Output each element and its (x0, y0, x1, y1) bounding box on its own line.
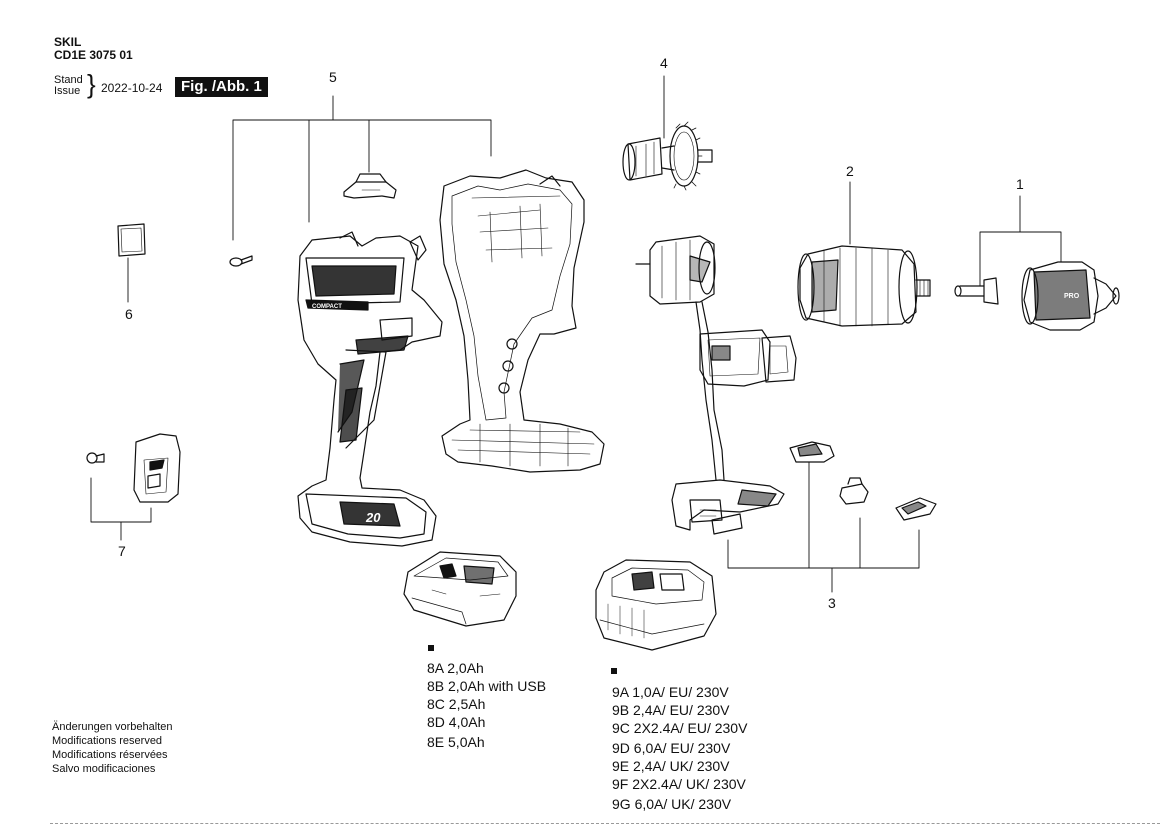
callout-4: 4 (660, 55, 668, 71)
notice-fr: Modifications réservées (52, 749, 168, 761)
part-1-chuck (1021, 261, 1120, 331)
notice-de: Änderungen vorbehalten (52, 721, 173, 733)
notice-es: Salvo modificaciones (52, 763, 156, 775)
part-3-direction-switch (789, 441, 835, 463)
battery-variant: 8C 2,5Ah (427, 696, 486, 712)
part-5-housing-left (297, 231, 443, 547)
battery-variant: 8D 4,0Ah (427, 714, 486, 730)
charger-variant: 9D 6,0A/ EU/ 230V (612, 740, 731, 756)
part-7-clip-screw (86, 452, 105, 464)
part-3-small-knob (839, 477, 869, 505)
charger-variant: 9E 2,4A/ UK/ 230V (612, 758, 730, 774)
callout-1: 1 (1016, 176, 1024, 192)
issue-label: Issue (54, 85, 81, 97)
callout-2: 2 (846, 163, 854, 179)
figure-label: Fig. /Abb. 1 (175, 77, 268, 97)
notice-en: Modifications reserved (52, 735, 163, 747)
charger-list-marker (611, 668, 617, 674)
callout-6: 6 (125, 306, 133, 322)
charger-variant: 9G 6,0A/ UK/ 230V (612, 796, 732, 812)
bottom-rule (50, 823, 1160, 824)
part-6-cover (117, 223, 146, 257)
battery-variant: 8B 2,0Ah with USB (427, 678, 547, 694)
housing-badge-text: COMPACT (312, 304, 342, 310)
brace-symbol: } (87, 69, 96, 99)
brand-name: SKIL (54, 35, 82, 49)
part-5-switch (343, 173, 397, 199)
battery-variant: 8A 2,0Ah (427, 660, 484, 676)
charger-variant: 9B 2,4A/ EU/ 230V (612, 702, 730, 718)
stand-label: Stand (54, 74, 83, 86)
part-7-belt-clip (133, 433, 181, 503)
leader-lines (90, 75, 1062, 593)
issue-date: 2022-10-24 (101, 81, 163, 95)
part-8-battery (403, 551, 517, 627)
callout-3: 3 (828, 595, 836, 611)
charger-variant: 9F 2X2.4A/ UK/ 230V (612, 776, 746, 792)
callout-5: 5 (329, 69, 337, 85)
part-3-slider (895, 497, 937, 521)
chuck-badge-text: PRO (1064, 293, 1080, 300)
callout-7: 7 (118, 543, 126, 559)
part-9-charger (595, 559, 717, 651)
part-1-screw (954, 277, 999, 305)
part-5-screw (229, 255, 253, 267)
charger-variant: 9A 1,0A/ EU/ 230V (612, 684, 729, 700)
charger-variant: 9C 2X2.4A/ EU/ 230V (612, 720, 748, 736)
battery-variant: 8E 5,0Ah (427, 734, 485, 750)
document-number: CD1E 3075 01 (54, 48, 133, 62)
part-2-gearbox (797, 245, 931, 327)
part-3-motor-electronics (635, 235, 797, 535)
part-5-housing-right (439, 169, 605, 473)
battery-list-marker (428, 645, 434, 651)
part-4-motor (622, 121, 713, 191)
battery-badge-text: 20 (365, 510, 381, 525)
